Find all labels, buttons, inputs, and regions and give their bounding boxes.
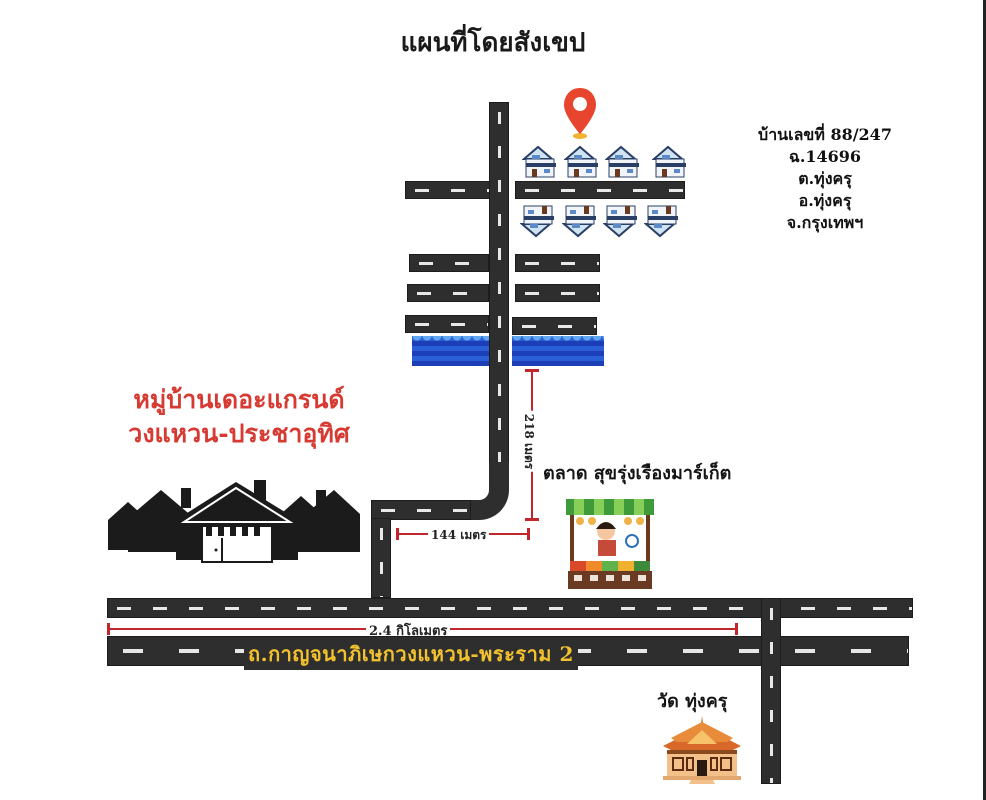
market-stall-icon [566,499,654,589]
house-icon [564,145,598,178]
house-icon [603,205,637,238]
address-line: จ.กรุงเทพฯ [786,213,864,232]
market-name: ตลาด สุขรุ่งเรืองมาร์เก็ต [543,463,732,484]
distance-label-main-road: 2.4 กิโลเมตร [366,620,451,641]
cross-road-1-east [515,254,600,272]
dimension-cap [525,518,539,521]
cross-road-1-west [409,254,489,272]
village-houses-icon [108,480,360,563]
village-road-west [405,181,490,199]
village-name: หมู่บ้านเดอะแกรนด์ วงแหวน-ประชาอุทิศ [104,383,374,451]
distance-label-horizontal: 144 เมตร [428,526,490,545]
frontage-road [107,598,913,618]
house-icon [644,205,678,238]
cross-road-2-east [515,284,600,302]
main-soi-road-vertical [489,102,509,482]
address-line: บ้านเลขที่ 88/247 [758,125,892,144]
main-road-name: ถ.กาญจนาภิเษกวงแหวน-พระราม 2 [244,638,578,670]
river-icon [512,336,604,366]
cross-road-3-west [405,315,489,333]
cross-road-2-west [407,284,489,302]
house-icon [520,205,554,238]
temple-name: วัด ทุ่งครุ [657,691,728,712]
village-road-east [515,181,685,199]
page-edge [983,0,986,800]
cross-road-3-east [512,317,597,335]
distance-label-vertical: 218 เมตร [519,410,539,473]
temple-road [761,598,781,784]
address-line: ต.ทุ่งครุ [798,169,852,188]
house-icon [605,145,639,178]
house-icon [522,145,556,178]
river-icon [412,336,489,366]
dimension-cap [527,528,530,540]
soi-road-horizontal [371,500,471,520]
address-block: บ้านเลขที่ 88/247 ฉ.14696 ต.ทุ่งครุ อ.ทุ… [730,124,920,234]
house-icon [562,205,596,238]
soi-road-to-main [371,518,391,598]
address-line: ฉ.14696 [788,147,862,166]
map-title: แผนที่โดยสังเขป [400,28,586,58]
village-name-line2: วงแหวน-ประชาอุทิศ [128,419,350,448]
village-name-line1: หมู่บ้านเดอะแกรนด์ [133,385,345,414]
address-line: อ.ทุ่งครุ [798,191,852,210]
temple-icon [663,716,741,784]
house-icon [652,145,686,178]
dimension-cap [735,623,738,635]
map-pin-icon [564,88,596,139]
